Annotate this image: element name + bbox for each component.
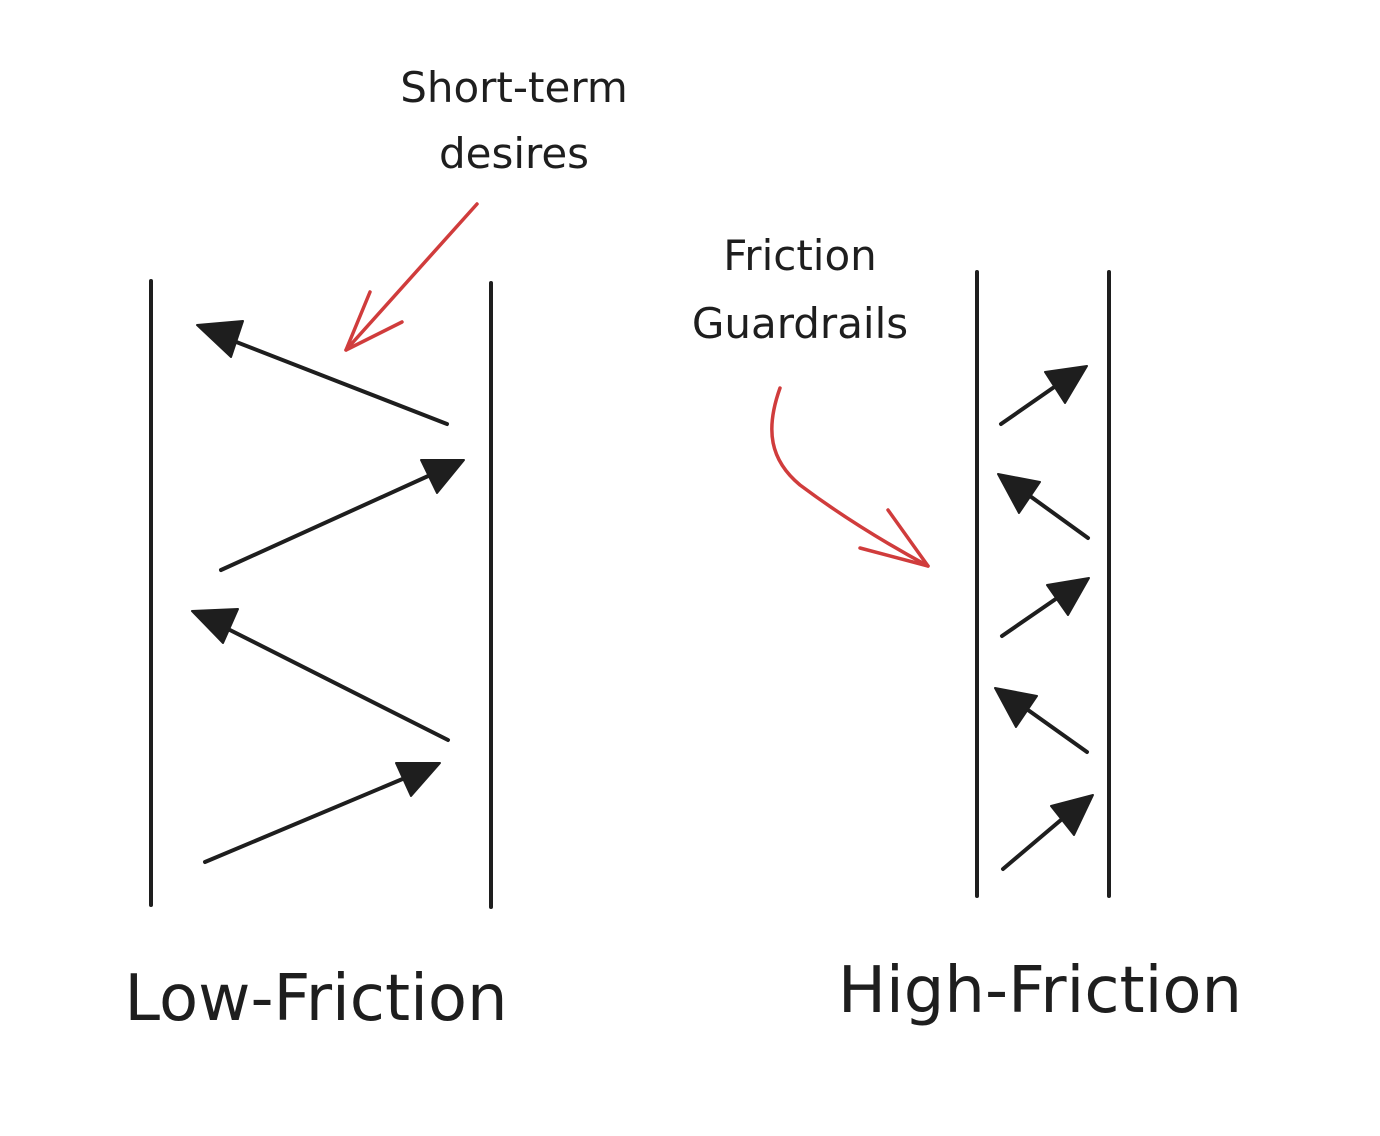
low-friction-label: Low-Friction — [124, 962, 507, 1036]
high-friction-label: High-Friction — [838, 954, 1242, 1028]
short-term-label-line2: desires — [439, 129, 589, 178]
guardrails-pointer-icon — [770, 386, 930, 568]
low-friction-arrow-2-icon — [219, 459, 465, 572]
short-term-label-line1: Short-term — [400, 63, 628, 112]
high-friction-arrow-5-icon — [1001, 794, 1094, 871]
guardrails-label-line2: Guardrails — [692, 299, 908, 348]
low-friction-arrow-4-icon — [203, 762, 441, 864]
high-friction-arrow-4-icon — [994, 687, 1089, 754]
high-friction-arrow-1-icon — [999, 365, 1088, 426]
low-friction-arrow-1-icon — [196, 320, 449, 426]
short-term-pointer-icon — [344, 202, 479, 352]
guardrails-label-line1: Friction — [723, 231, 877, 280]
high-friction-arrow-2-icon — [997, 473, 1090, 540]
high-friction-arrow-3-icon — [1000, 577, 1090, 638]
low-friction-arrow-3-icon — [191, 608, 450, 742]
